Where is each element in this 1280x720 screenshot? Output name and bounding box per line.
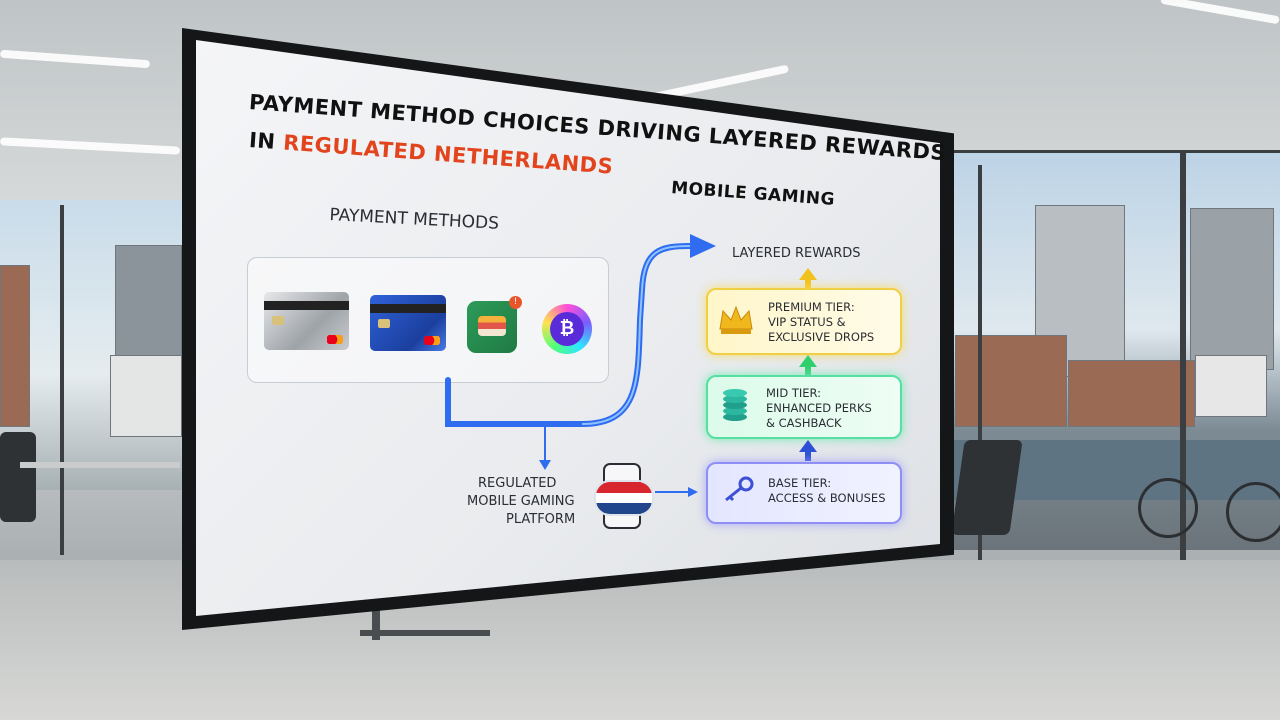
card-network-logo	[327, 335, 343, 344]
mid-tier-line-3: & CASHBACK	[766, 416, 842, 430]
up-arrow-icon	[799, 355, 817, 367]
flag-red	[596, 482, 652, 493]
notification-badge: !	[509, 296, 522, 309]
base-tier-line-2: ACCESS & BONUSES	[768, 491, 886, 505]
netherlands-flag-icon	[594, 480, 654, 516]
platform-label-line-3: PLATFORM	[506, 512, 576, 527]
mid-tier-line-1: MID TIER:	[766, 386, 822, 400]
layered-rewards-heading: LAYERED REWARDS	[732, 246, 861, 261]
building	[115, 245, 182, 357]
up-arrow-stem	[805, 451, 811, 461]
building	[955, 335, 1067, 427]
card-chip	[272, 316, 284, 325]
title-prefix: IN	[248, 128, 285, 155]
platform-label-line-2: MOBILE GAMING	[467, 494, 575, 509]
screen-stand	[372, 600, 380, 640]
premium-tier-line-2: VIP STATUS &	[768, 315, 846, 329]
crypto-coin-icon: ₿	[542, 304, 592, 354]
debit-card-icon	[370, 295, 446, 351]
mid-tier-line-2: ENHANCED PERKS	[766, 401, 872, 415]
card-network-logo	[424, 336, 440, 345]
up-arrow-stem	[805, 279, 811, 289]
up-arrow-icon	[799, 268, 817, 280]
flag-blue	[596, 503, 652, 514]
e-wallet-icon	[467, 301, 517, 353]
office-chair	[0, 432, 36, 522]
card-stripe	[264, 301, 349, 310]
screen-stand	[360, 630, 490, 636]
building	[0, 265, 30, 427]
premium-tier-line-3: EXCLUSIVE DROPS	[768, 330, 875, 344]
base-tier-line-1: BASE TIER:	[768, 476, 832, 490]
key-icon	[725, 476, 754, 502]
platform-label-line-1: REGULATED	[478, 476, 557, 491]
bicycle-wheel	[1226, 482, 1280, 542]
coin-stack-icon	[723, 389, 747, 421]
window-frame	[978, 165, 982, 565]
window-frame	[1180, 150, 1186, 570]
premium-tier-line-1: PREMIUM TIER:	[768, 300, 855, 314]
card-stripe	[370, 304, 446, 313]
building	[1190, 208, 1274, 370]
bicycle-wheel	[1138, 478, 1198, 538]
window-frame	[60, 205, 64, 555]
credit-card-icon	[264, 292, 349, 350]
window-frame	[950, 150, 1280, 153]
crown-icon	[719, 305, 753, 334]
up-arrow-stem	[805, 366, 811, 376]
building	[1195, 355, 1267, 417]
card-chip	[378, 319, 390, 328]
building	[1068, 360, 1195, 427]
wallet-cards	[478, 316, 506, 336]
desk	[20, 462, 180, 468]
building	[110, 355, 182, 437]
up-arrow-icon	[799, 440, 817, 452]
crypto-symbol: ₿	[550, 312, 584, 346]
flag-white	[596, 492, 652, 504]
base-tier-card	[706, 462, 902, 524]
